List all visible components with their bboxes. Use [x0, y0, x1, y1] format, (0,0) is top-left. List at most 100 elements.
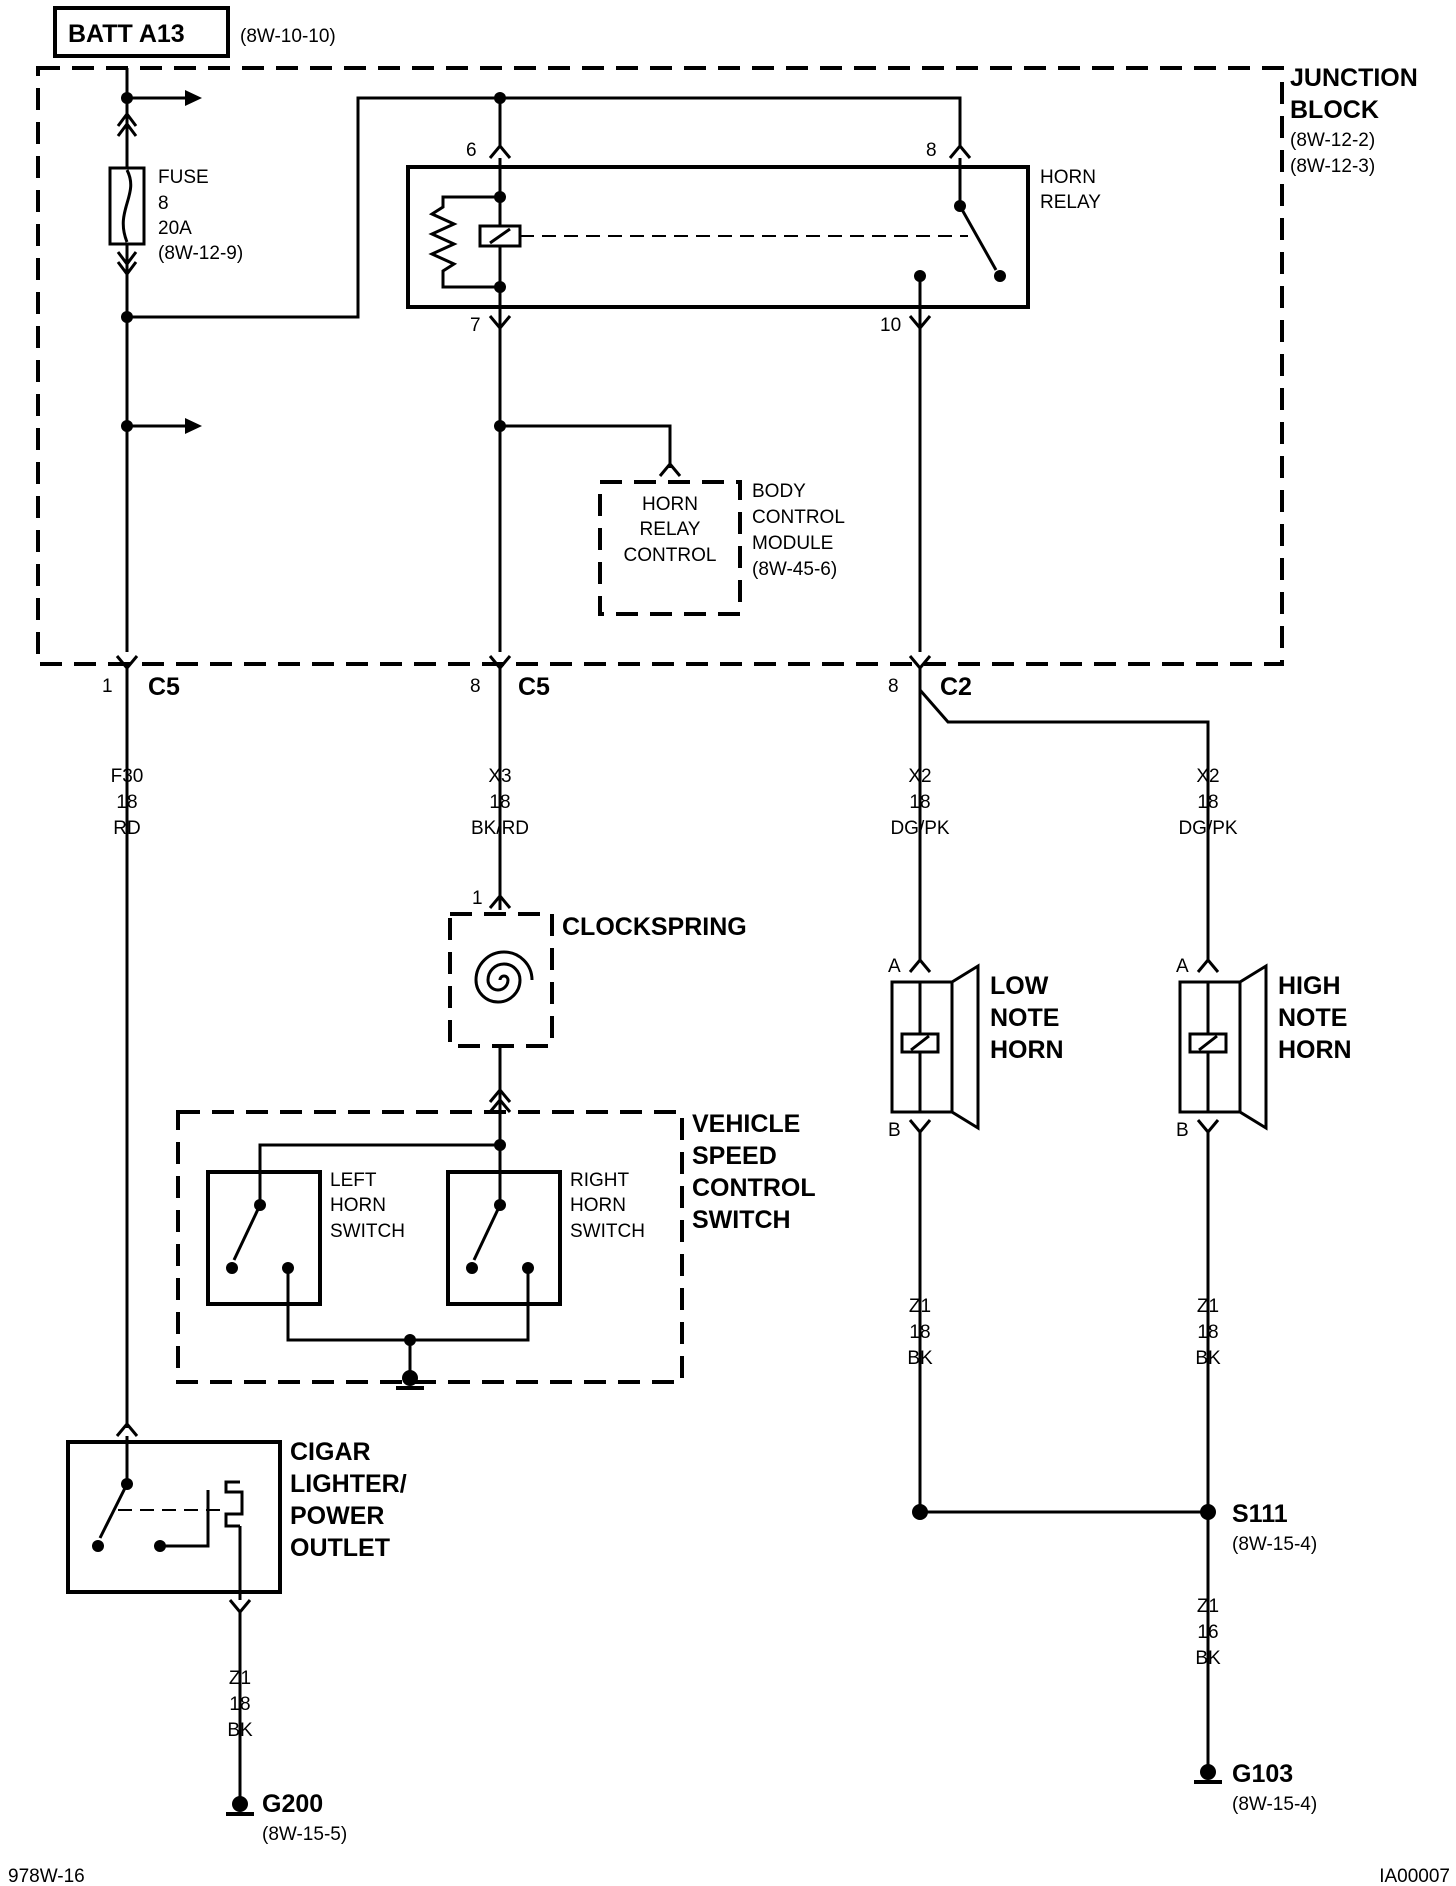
left-switch-contact-a: [226, 1262, 238, 1274]
z1-low-gauge: 18: [909, 1322, 930, 1343]
bcm-connector: [658, 461, 682, 477]
bcm-side-3: MODULE: [752, 533, 833, 554]
c5b-name: C5: [518, 673, 550, 701]
left-horn-switch-1: LEFT: [330, 1170, 377, 1191]
bcm-ref: (8W-45-6): [752, 559, 837, 580]
z1-low-code: Z1: [909, 1296, 931, 1317]
horn-relay-label-2: RELAY: [1040, 192, 1101, 213]
junction-block-line1: JUNCTION: [1290, 64, 1418, 92]
g200-symbol-dot: [232, 1796, 248, 1812]
z1-cigar-code: Z1: [229, 1668, 251, 1689]
relay-coil-slash: [489, 227, 511, 245]
cigar-element: [224, 1480, 244, 1528]
relay-pin8-connector: [948, 143, 972, 159]
bcm-inner-1: HORN: [642, 494, 698, 515]
left-horn-switch-3: SWITCH: [330, 1221, 405, 1242]
relay-pin6-connector: [488, 143, 512, 159]
high-horn-pin-a: [1196, 957, 1220, 973]
low-horn-pin-b-label: B: [888, 1120, 901, 1141]
g103-symbol-dot: [1200, 1764, 1216, 1780]
s111-name: S111: [1232, 1500, 1288, 1528]
speed-switch-line1: VEHICLE: [692, 1110, 800, 1138]
g200-ref: (8W-15-5): [262, 1824, 347, 1845]
high-horn-pin-b-label: B: [1176, 1120, 1189, 1141]
batt-box: [53, 6, 230, 58]
g200-name: G200: [262, 1790, 323, 1818]
s111-ref: (8W-15-4): [1232, 1534, 1317, 1555]
low-horn-pin-a: [908, 957, 932, 973]
relay-pin6-label: 6: [466, 140, 477, 161]
low-horn-coil-slash: [910, 1034, 930, 1052]
left-horn-switch-2: HORN: [330, 1195, 386, 1216]
z1-ground-code: Z1: [1197, 1596, 1219, 1617]
right-horn-switch-2: HORN: [570, 1195, 626, 1216]
clockspring-connector: [488, 893, 512, 909]
footer-left: 978W-16: [8, 1866, 85, 1886]
cigar-switch-contact-a: [92, 1540, 104, 1552]
relay-pin7-label: 7: [470, 315, 481, 336]
speed-switch-line4: SWITCH: [692, 1206, 791, 1234]
low-horn-pin-a-label: A: [888, 956, 901, 977]
bcm-box: [598, 480, 742, 616]
speed-switch-box: [176, 1110, 684, 1384]
z1-high-gauge: 18: [1197, 1322, 1218, 1343]
g103-ref: (8W-15-4): [1232, 1794, 1317, 1815]
bcm-side-2: CONTROL: [752, 507, 845, 528]
cigar-box: [66, 1440, 282, 1594]
s111-dot: [1200, 1504, 1216, 1520]
fuse-element: [121, 169, 133, 243]
low-horn-label-2: NOTE: [990, 1004, 1059, 1032]
horn-relay-label-1: HORN: [1040, 167, 1096, 188]
bcm-inner-3: CONTROL: [624, 545, 717, 566]
horn-relay-box: [406, 165, 1030, 309]
batt-label: BATT A13: [68, 20, 185, 48]
switch-ground-symbol-dot: [402, 1370, 418, 1386]
right-switch-contact-a: [466, 1262, 478, 1274]
c5a-pin: 1: [102, 676, 113, 697]
high-horn-coil-slash: [1198, 1034, 1218, 1052]
speed-switch-line3: CONTROL: [692, 1174, 816, 1202]
batt-ref: (8W-10-10): [240, 26, 336, 47]
high-horn-label-2: NOTE: [1278, 1004, 1347, 1032]
right-horn-switch-box: [446, 1170, 562, 1306]
relay-pin10-label: 10: [880, 315, 901, 336]
z1-ground-color: BK: [1195, 1648, 1221, 1669]
c5b-pin: 8: [470, 676, 481, 697]
relay-pin8-label: 8: [926, 140, 937, 161]
footer-right: IA00007: [1379, 1866, 1450, 1886]
c2-name: C2: [940, 673, 972, 701]
junction-block-ref2: (8W-12-3): [1290, 156, 1375, 177]
relay-switch-arm: [958, 205, 998, 271]
high-horn-pin-b: [1196, 1119, 1220, 1135]
relay-resistor: [428, 195, 500, 289]
z1-low-color: BK: [907, 1348, 933, 1369]
cigar-label-3: POWER: [290, 1502, 384, 1530]
c5a-name: C5: [148, 673, 180, 701]
high-horn-label-1: HIGH: [1278, 972, 1341, 1000]
right-horn-switch-3: SWITCH: [570, 1221, 645, 1242]
cigar-output-connector: [228, 1599, 252, 1615]
bcm-feed-wire: [500, 424, 672, 468]
x2-high-wire-top: [918, 689, 1210, 760]
bcm-side-1: BODY: [752, 481, 806, 502]
cigar-contact-wire: [160, 1522, 210, 1548]
high-horn-pin-a-label: A: [1176, 956, 1189, 977]
z1-ground-gauge: 16: [1197, 1622, 1218, 1643]
left-switch-arm: [232, 1204, 262, 1261]
right-switch-arm: [472, 1204, 502, 1261]
speed-switch-line2: SPEED: [692, 1142, 777, 1170]
z1-cigar-color: BK: [227, 1720, 253, 1741]
high-horn-label-3: HORN: [1278, 1036, 1352, 1064]
switch-feed-wire: [258, 1143, 500, 1205]
low-horn-bell: [950, 963, 980, 1131]
relay-pin10-connector: [908, 315, 932, 331]
speed-switch-connector: [488, 1087, 512, 1113]
junction-block-outline: [36, 66, 1284, 666]
cigar-label-1: CIGAR: [290, 1438, 371, 1466]
g103-name: G103: [1232, 1760, 1293, 1788]
cigar-label-4: OUTLET: [290, 1534, 390, 1562]
z1-high-color: BK: [1195, 1348, 1221, 1369]
cigar-label-2: LIGHTER/: [290, 1470, 407, 1498]
fuse-to-relay-wire: [127, 96, 962, 319]
